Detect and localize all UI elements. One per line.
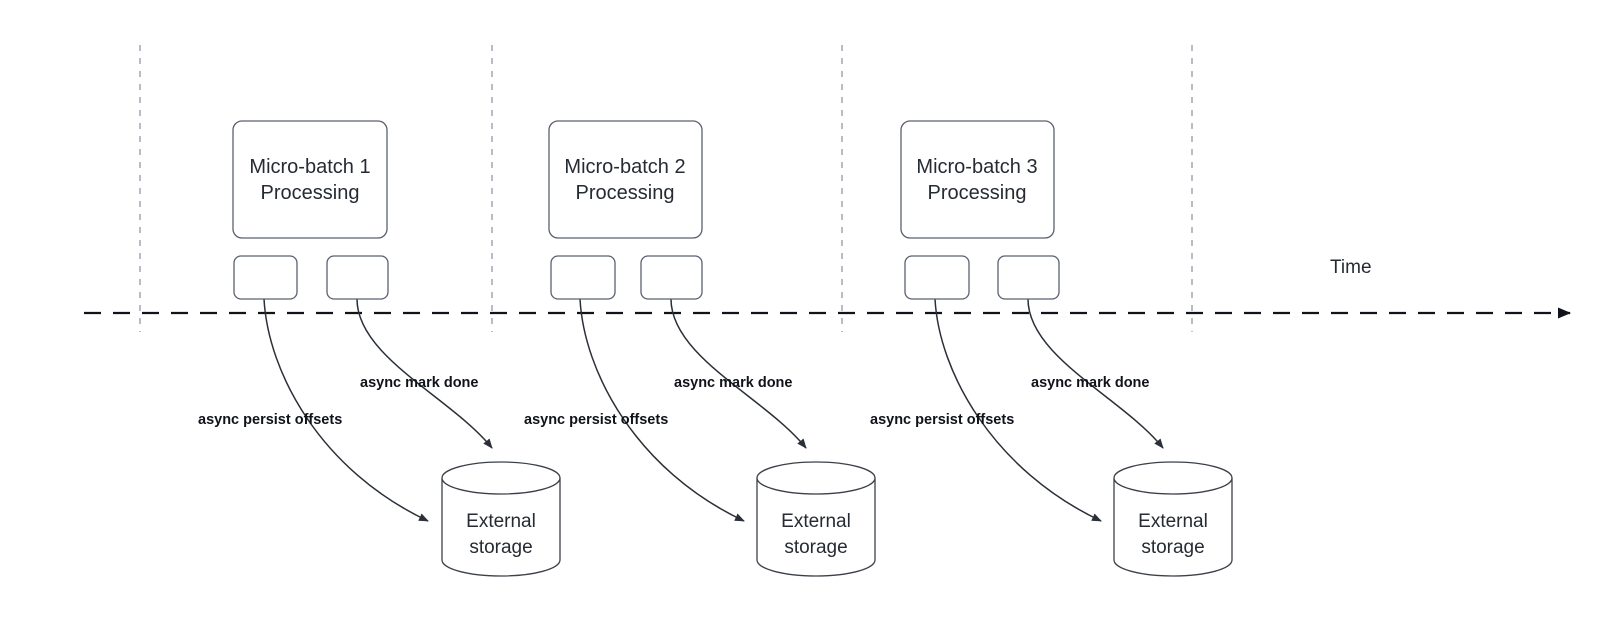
- batch-group-2: Micro-batch 2 Processing async persist o…: [524, 120, 876, 577]
- persist-offsets-task-3[interactable]: [904, 255, 970, 300]
- async-mark-done-label-2: async mark done: [674, 375, 792, 391]
- micro-batch-3-label-line2: Processing: [928, 182, 1027, 204]
- external-storage-3-label-line2: storage: [1141, 537, 1204, 558]
- external-storage-2[interactable]: External storage: [756, 461, 876, 577]
- async-mark-done-edge-1: [356, 298, 493, 449]
- mark-done-task-2[interactable]: [640, 255, 703, 300]
- external-storage-2-body: [756, 478, 876, 577]
- micro-batch-2-label-line1: Micro-batch 2: [564, 156, 685, 178]
- time-axis-label: Time: [1330, 257, 1372, 278]
- external-storage-3-top: [1113, 461, 1233, 495]
- async-persist-offsets-label-2: async persist offsets: [524, 412, 668, 428]
- external-storage-1-label-line2: storage: [469, 537, 532, 558]
- batch-group-3: Micro-batch 3 Processing async persist o…: [870, 120, 1233, 577]
- external-storage-3-body: [1113, 478, 1233, 577]
- external-storage-2-label-line1: External: [781, 511, 851, 532]
- micro-batch-3-box[interactable]: [900, 120, 1055, 239]
- micro-batch-2-label-line2: Processing: [576, 182, 675, 204]
- async-mark-done-edge-2: [670, 298, 807, 449]
- async-persist-offsets-edge-2: [579, 298, 745, 522]
- micro-batch-3-label-line1: Micro-batch 3: [916, 156, 1037, 178]
- persist-offsets-task-1[interactable]: [233, 255, 298, 300]
- external-storage-1-top: [441, 461, 561, 495]
- persist-offsets-task-2[interactable]: [550, 255, 616, 300]
- micro-batch-2-box[interactable]: [548, 120, 703, 239]
- micro-batch-1-label-line2: Processing: [261, 182, 360, 204]
- time-axis-group: Time: [84, 257, 1571, 319]
- external-storage-2-label-line2: storage: [784, 537, 847, 558]
- mark-done-task-3[interactable]: [997, 255, 1060, 300]
- external-storage-1-body: [441, 478, 561, 577]
- mark-done-task-1[interactable]: [326, 255, 389, 300]
- external-storage-3[interactable]: External storage: [1113, 461, 1233, 577]
- external-storage-3-label-line1: External: [1138, 511, 1208, 532]
- external-storage-1[interactable]: External storage: [441, 461, 561, 577]
- async-mark-done-label-3: async mark done: [1031, 375, 1149, 391]
- external-storage-2-top: [756, 461, 876, 495]
- tick-lines-group: [139, 45, 1193, 332]
- async-persist-offsets-edge-1: [263, 298, 429, 522]
- async-persist-offsets-label-3: async persist offsets: [870, 412, 1014, 428]
- batch-group-1: Micro-batch 1 Processing async persist o…: [198, 120, 561, 577]
- async-mark-done-edge-3: [1027, 298, 1164, 449]
- async-persist-offsets-edge-3: [934, 298, 1102, 522]
- micro-batch-1-label-line1: Micro-batch 1: [249, 156, 370, 178]
- external-storage-1-label-line1: External: [466, 511, 536, 532]
- micro-batch-1-box[interactable]: [232, 120, 388, 239]
- async-persist-offsets-label-1: async persist offsets: [198, 412, 342, 428]
- async-mark-done-label-1: async mark done: [360, 375, 478, 391]
